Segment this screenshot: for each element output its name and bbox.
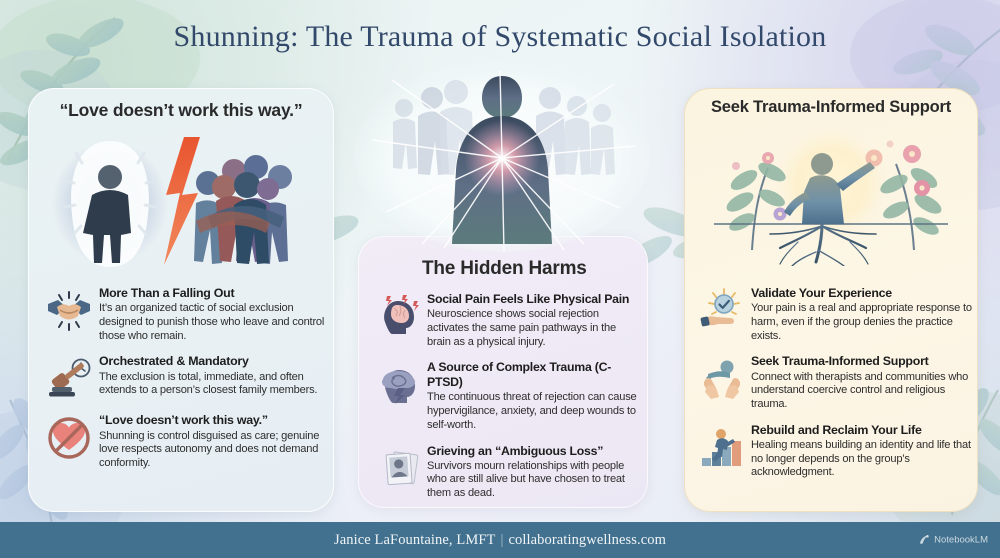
isolated-person-vs-group-illustration xyxy=(52,137,292,267)
list-item-desc: Neuroscience shows social rejection acti… xyxy=(427,308,616,348)
footer-bar: Janice LaFountaine, LMFT|collaboratingwe… xyxy=(0,522,1000,558)
no-heart-prohibited-icon xyxy=(48,417,90,460)
center-panel-items: Social Pain Feels Like Physical Pain Neu… xyxy=(378,292,640,501)
list-item-title: Social Pain Feels Like Physical Pain xyxy=(427,292,630,306)
list-item: Seek Trauma-Informed Support Connect wit… xyxy=(700,354,972,411)
list-item-desc: The continuous threat of rejection can c… xyxy=(427,391,637,431)
faded-photographs-icon xyxy=(385,450,419,485)
list-item-title: Rebuild and Reclaim Your Life xyxy=(751,422,922,437)
list-item-title: More Than a Falling Out xyxy=(99,286,235,300)
right-panel-items: Validate Your Experience Your pain is a … xyxy=(700,286,972,480)
handshake-breaking-icon xyxy=(48,291,90,331)
list-item: A Source of Complex Trauma (C-PTSD) The … xyxy=(378,360,640,432)
list-item-title: Grieving an “Ambiguous Loss” xyxy=(427,443,604,458)
footer-author: Janice LaFountaine, LMFT xyxy=(333,531,496,548)
footer-website[interactable]: collaboratingwellness.com xyxy=(508,531,666,548)
list-item-desc: The exclusion is total, immediate, and o… xyxy=(99,370,318,397)
list-item-desc: Shunning is control disguised as care; g… xyxy=(99,429,320,470)
list-item-desc: Survivors mourn relationships with peopl… xyxy=(427,459,625,500)
storm-cloud-head-icon xyxy=(382,370,415,405)
hand-holding-check-icon xyxy=(700,288,740,327)
notebooklm-watermark: NotebookLM xyxy=(919,535,988,546)
list-item-desc: Healing means building an identity and l… xyxy=(751,438,971,479)
list-item: Validate Your Experience Your pain is a … xyxy=(700,286,972,343)
list-item: More Than a Falling Out It’s an organize… xyxy=(46,286,332,343)
list-item: Grieving an “Ambiguous Loss” Survivors m… xyxy=(378,444,640,501)
list-item: Rebuild and Reclaim Your Life Healing me… xyxy=(700,423,972,480)
list-item-desc: Connect with therapists and communities … xyxy=(751,370,969,411)
list-item-desc: Your pain is a real and appropriate resp… xyxy=(751,302,972,342)
footer-credit: Janice LaFountaine, LMFT|collaboratingwe… xyxy=(334,532,666,549)
list-item-title: A Source of Complex Trauma (C-PTSD) xyxy=(427,360,612,390)
list-item-title: Seek Trauma-Informed Support xyxy=(751,354,929,369)
list-item-title: Orchestrated & Mandatory xyxy=(99,354,249,369)
list-item: “Love doesn’t work this way.” Shunning i… xyxy=(46,413,332,470)
rooted-figure-reaching-flowers-illustration xyxy=(714,126,948,266)
brain-pain-head-icon xyxy=(384,295,419,334)
left-panel-heading: “Love doesn’t work this way.” xyxy=(59,100,303,120)
list-item-title: “Love doesn’t work this way.” xyxy=(99,413,268,428)
list-item: Orchestrated & Mandatory The exclusion i… xyxy=(46,354,332,402)
list-item: Social Pain Feels Like Physical Pain Neu… xyxy=(378,292,640,349)
notebooklm-logo-icon xyxy=(920,535,929,544)
center-panel-heading: The Hidden Harms xyxy=(422,258,587,279)
right-panel-heading: Seek Trauma-Informed Support xyxy=(710,98,952,116)
shattered-figure-in-crowd-illustration xyxy=(354,60,650,253)
page-title: Shunning: The Trauma of Systematic Socia… xyxy=(173,20,827,53)
list-item-desc: It’s an organized tactic of social exclu… xyxy=(99,302,325,342)
hands-supporting-person-icon xyxy=(704,360,740,400)
watermark-label: NotebookLM xyxy=(934,534,988,546)
footer-separator: | xyxy=(500,531,504,548)
gavel-clock-icon xyxy=(49,358,91,397)
person-climbing-steps-icon xyxy=(702,428,741,466)
list-item-title: Validate Your Experience xyxy=(751,286,892,300)
left-panel-items: More Than a Falling Out It’s an organize… xyxy=(46,286,332,471)
